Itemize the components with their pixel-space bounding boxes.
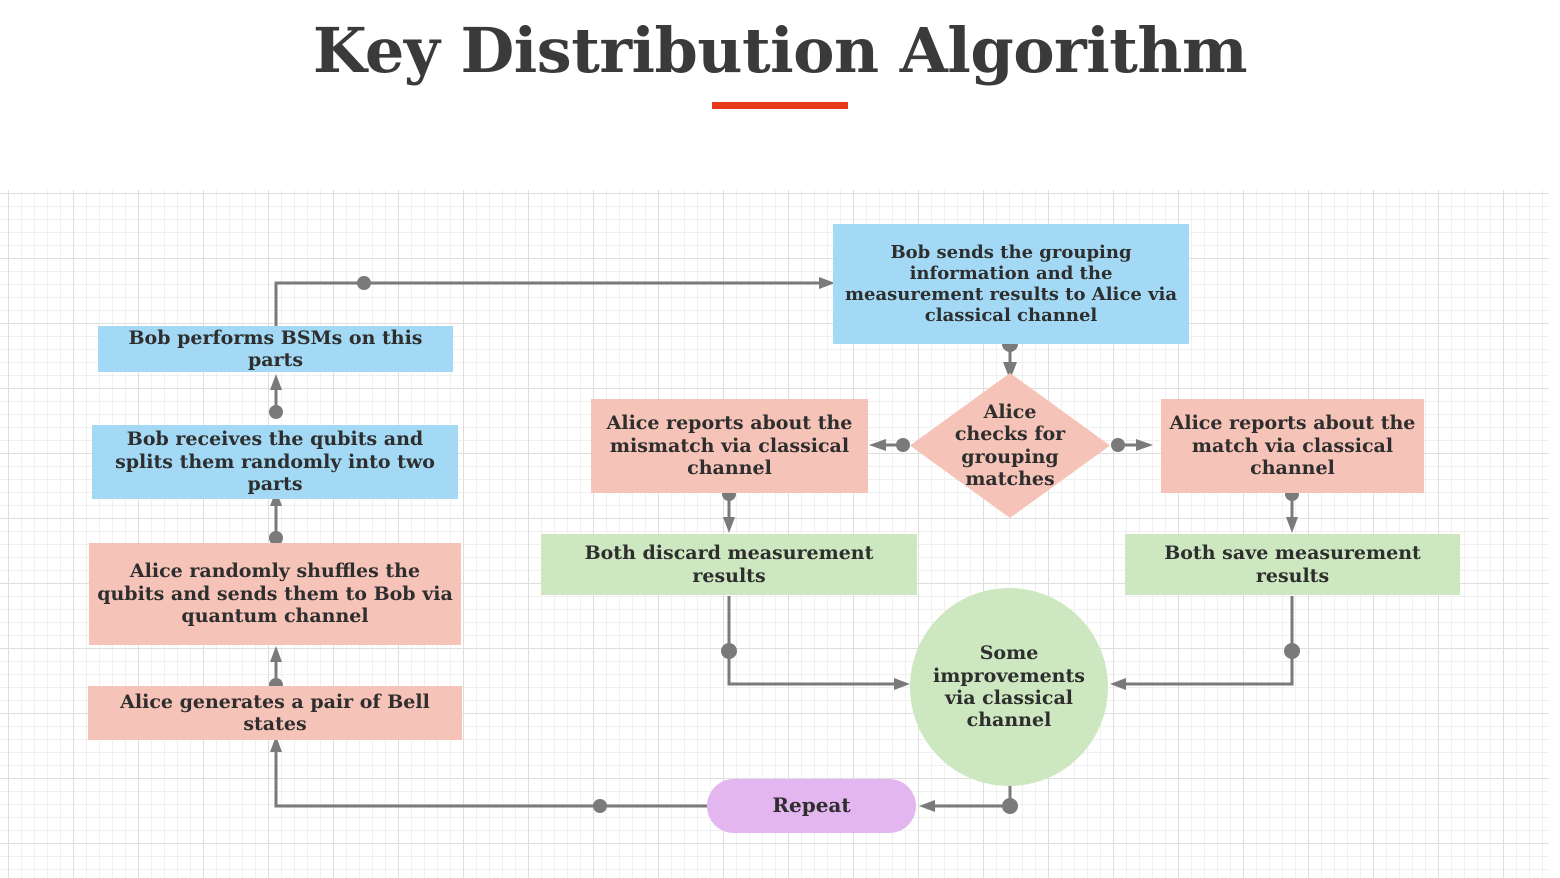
node-save-results[interactable]: Both save measurement results	[1125, 534, 1460, 595]
edge-dot	[269, 405, 283, 419]
node-label: Alice checks for grouping matches	[954, 400, 1066, 490]
edge-save-to-improvements	[1120, 596, 1294, 686]
arrowhead-bob-bsm	[270, 374, 282, 390]
edge-repeat-to-alice-generates	[274, 744, 707, 808]
node-bob-receives[interactable]: Bob receives the qubits and splits them …	[92, 425, 458, 499]
title-underline	[712, 101, 848, 109]
diamond-shape	[910, 373, 1110, 518]
edge-dot	[1284, 643, 1300, 659]
node-label: Both save measurement results	[1164, 542, 1421, 587]
node-bob-sends[interactable]: Bob sends the grouping information and t…	[833, 224, 1189, 344]
edge-dot	[1002, 798, 1018, 814]
node-repeat[interactable]: Repeat	[707, 779, 916, 833]
node-label: Alice reports about the mismatch via cla…	[606, 412, 853, 480]
node-label: Bob performs BSMs on this parts	[128, 326, 423, 371]
edge-dot	[1111, 438, 1125, 452]
node-label: Some improvements via classical channel	[933, 642, 1085, 732]
arrowhead-save-results	[1286, 517, 1298, 533]
arrowhead-repeat	[919, 800, 935, 812]
edge-dot	[593, 799, 607, 813]
node-label: Both discard measurement results	[584, 542, 874, 587]
node-alice-generates[interactable]: Alice generates a pair of Bell states	[88, 686, 462, 740]
arrowhead-improvements-right	[1110, 678, 1126, 690]
node-label: Alice reports about the match via classi…	[1169, 412, 1416, 480]
arrowhead-discard-results	[723, 517, 735, 533]
page-title: Key Distribution Algorithm	[312, 14, 1248, 87]
node-reports-match[interactable]: Alice reports about the match via classi…	[1161, 399, 1424, 493]
node-alice-shuffles[interactable]: Alice randomly shuffles the qubits and s…	[89, 543, 461, 645]
node-label: Bob receives the qubits and splits them …	[115, 428, 435, 496]
node-alice-checks[interactable]: Alice checks for grouping matches	[910, 373, 1110, 518]
edge-discard-to-improvements	[727, 596, 900, 686]
edge-dot	[721, 643, 737, 659]
edge-bsm-to-bob-sends	[274, 281, 825, 329]
node-label: Alice generates a pair of Bell states	[120, 690, 430, 735]
node-discard-results[interactable]: Both discard measurement results	[541, 534, 917, 595]
title-block: Key Distribution Algorithm	[0, 0, 1560, 190]
arrowhead-reports-mismatch	[869, 439, 886, 451]
node-bob-bsm[interactable]: Bob performs BSMs on this parts	[98, 326, 453, 372]
edge-dot	[357, 276, 371, 290]
arrowhead-reports-match	[1136, 439, 1153, 451]
node-label: Bob sends the grouping information and t…	[844, 241, 1178, 327]
diagram-canvas: Bob sends the grouping information and t…	[0, 190, 1549, 878]
node-label: Repeat	[772, 793, 851, 818]
node-label: Alice randomly shuffles the qubits and s…	[97, 560, 453, 628]
arrowhead-improvements-left	[894, 678, 910, 690]
node-reports-mismatch[interactable]: Alice reports about the mismatch via cla…	[591, 399, 868, 493]
arrowhead-alice-shuffles	[270, 646, 282, 662]
node-improvements[interactable]: Some improvements via classical channel	[910, 588, 1108, 786]
edge-dot	[896, 438, 910, 452]
